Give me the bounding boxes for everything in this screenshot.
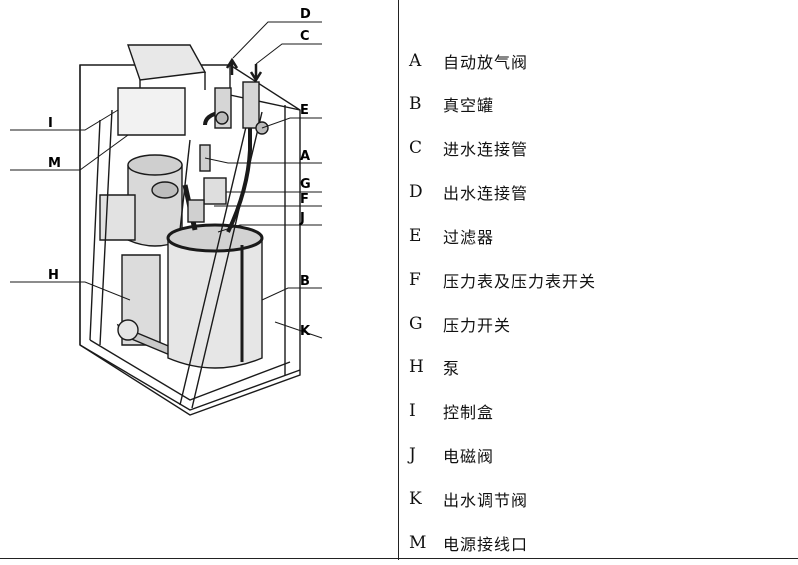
legend-letter: A <box>409 51 422 71</box>
legend-text: 电源接线口 <box>443 535 529 554</box>
legend-row-k: K 出水调节阀 <box>409 484 528 514</box>
legend-letter: J <box>409 445 416 465</box>
legend-text: 出水调节阀 <box>443 491 529 510</box>
callout-e: E <box>300 103 309 118</box>
legend-text: 自动放气阀 <box>443 53 529 72</box>
legend-row-g: G 压力开关 <box>409 309 511 339</box>
legend-text: 进水连接管 <box>443 140 529 159</box>
legend-letter: B <box>409 94 422 114</box>
legend-text: 泵 <box>443 359 461 378</box>
callout-j: J <box>299 211 305 226</box>
legend-letter: I <box>409 401 416 421</box>
legend-row-b: B 真空罐 <box>409 89 494 119</box>
legend-letter: C <box>409 138 423 158</box>
legend-text: 真空罐 <box>443 96 495 115</box>
legend-letter: K <box>409 489 422 509</box>
callout-c: C <box>300 29 310 44</box>
legend-row-h: H 泵 <box>409 352 460 382</box>
legend-row-m: M 电源接线口 <box>409 528 528 558</box>
legend-text: 电磁阀 <box>443 447 495 466</box>
legend-row-i: I 控制盒 <box>409 396 494 426</box>
legend-row-j: J 电磁阀 <box>409 440 494 470</box>
callout-m: M <box>48 156 61 171</box>
legend-letter: F <box>409 270 421 290</box>
legend-letter: D <box>409 182 423 202</box>
callout-a: A <box>300 149 310 164</box>
legend-text: 出水连接管 <box>443 184 529 203</box>
legend-text: 压力表及压力表开关 <box>443 272 597 291</box>
legend-row-a: A 自动放气阀 <box>409 46 528 76</box>
legend-text: 控制盒 <box>443 403 495 422</box>
legend-text: 压力开关 <box>443 316 512 335</box>
legend-row-e: E 过滤器 <box>409 221 494 251</box>
callout-g: G <box>300 177 311 192</box>
legend-letter: G <box>409 314 423 334</box>
control-box <box>117 87 186 136</box>
legend-row-f: F 压力表及压力表开关 <box>409 265 596 295</box>
legend-row-d: D 出水连接管 <box>409 177 528 207</box>
legend-letter: H <box>409 357 424 377</box>
legend-text: 过滤器 <box>443 228 495 247</box>
callout-h: H <box>48 268 59 283</box>
equipment-diagram: D C E I M A G F J H B K <box>10 7 323 416</box>
legend-letter: M <box>409 533 427 553</box>
callout-k: K <box>300 324 311 339</box>
legend-letter: E <box>409 226 422 246</box>
callout-b: B <box>300 274 310 289</box>
column-divider <box>398 0 399 560</box>
bottom-rule <box>0 558 798 559</box>
legend-row-c: C 进水连接管 <box>409 133 528 163</box>
callout-i: I <box>48 116 53 131</box>
legend-panel: A 自动放气阀 B 真空罐 C 进水连接管 D 出水连接管 E 过滤器 F 压力… <box>399 0 798 558</box>
callout-f: F <box>300 192 309 207</box>
callout-d: D <box>300 7 311 22</box>
